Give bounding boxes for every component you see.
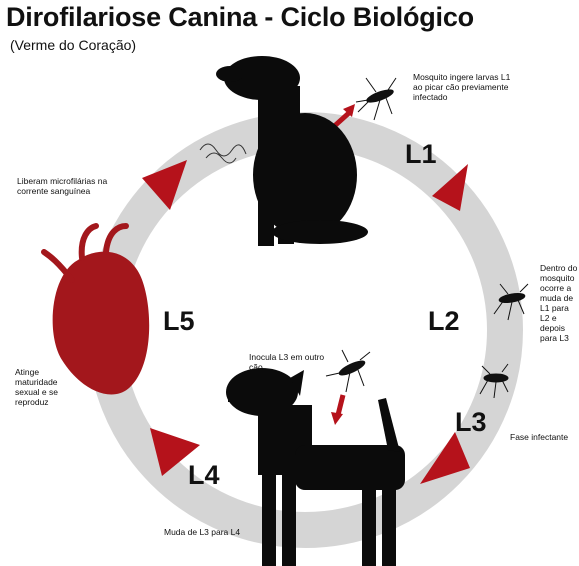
mosquito-icon-4 [326, 350, 370, 392]
note-inside-mosquito: Dentro do mosquito ocorre a muda de L1 p… [540, 263, 578, 343]
note-infective-phase: Fase infectante [510, 432, 578, 442]
stage-label-l5: L5 [163, 306, 195, 337]
mosquito-icon-1 [356, 78, 396, 120]
note-inoculates: Inocula L3 em outro cão [249, 352, 329, 372]
stage-label-l2: L2 [428, 306, 460, 337]
note-release: Liberam microfilárias na corrente sanguí… [17, 176, 137, 196]
stage-label-l4: L4 [188, 460, 220, 491]
stage-label-l3: L3 [455, 407, 487, 438]
stage-label-l1: L1 [405, 139, 437, 170]
note-mosquito-ingests: Mosquito ingere larvas L1 ao picar cão p… [413, 72, 519, 102]
note-maturity: Atinge maturidade sexual e se reproduz [15, 367, 75, 407]
red-arrow-to-dog [331, 395, 343, 425]
note-molt-l3-l4: Muda de L3 para L4 [164, 527, 274, 537]
